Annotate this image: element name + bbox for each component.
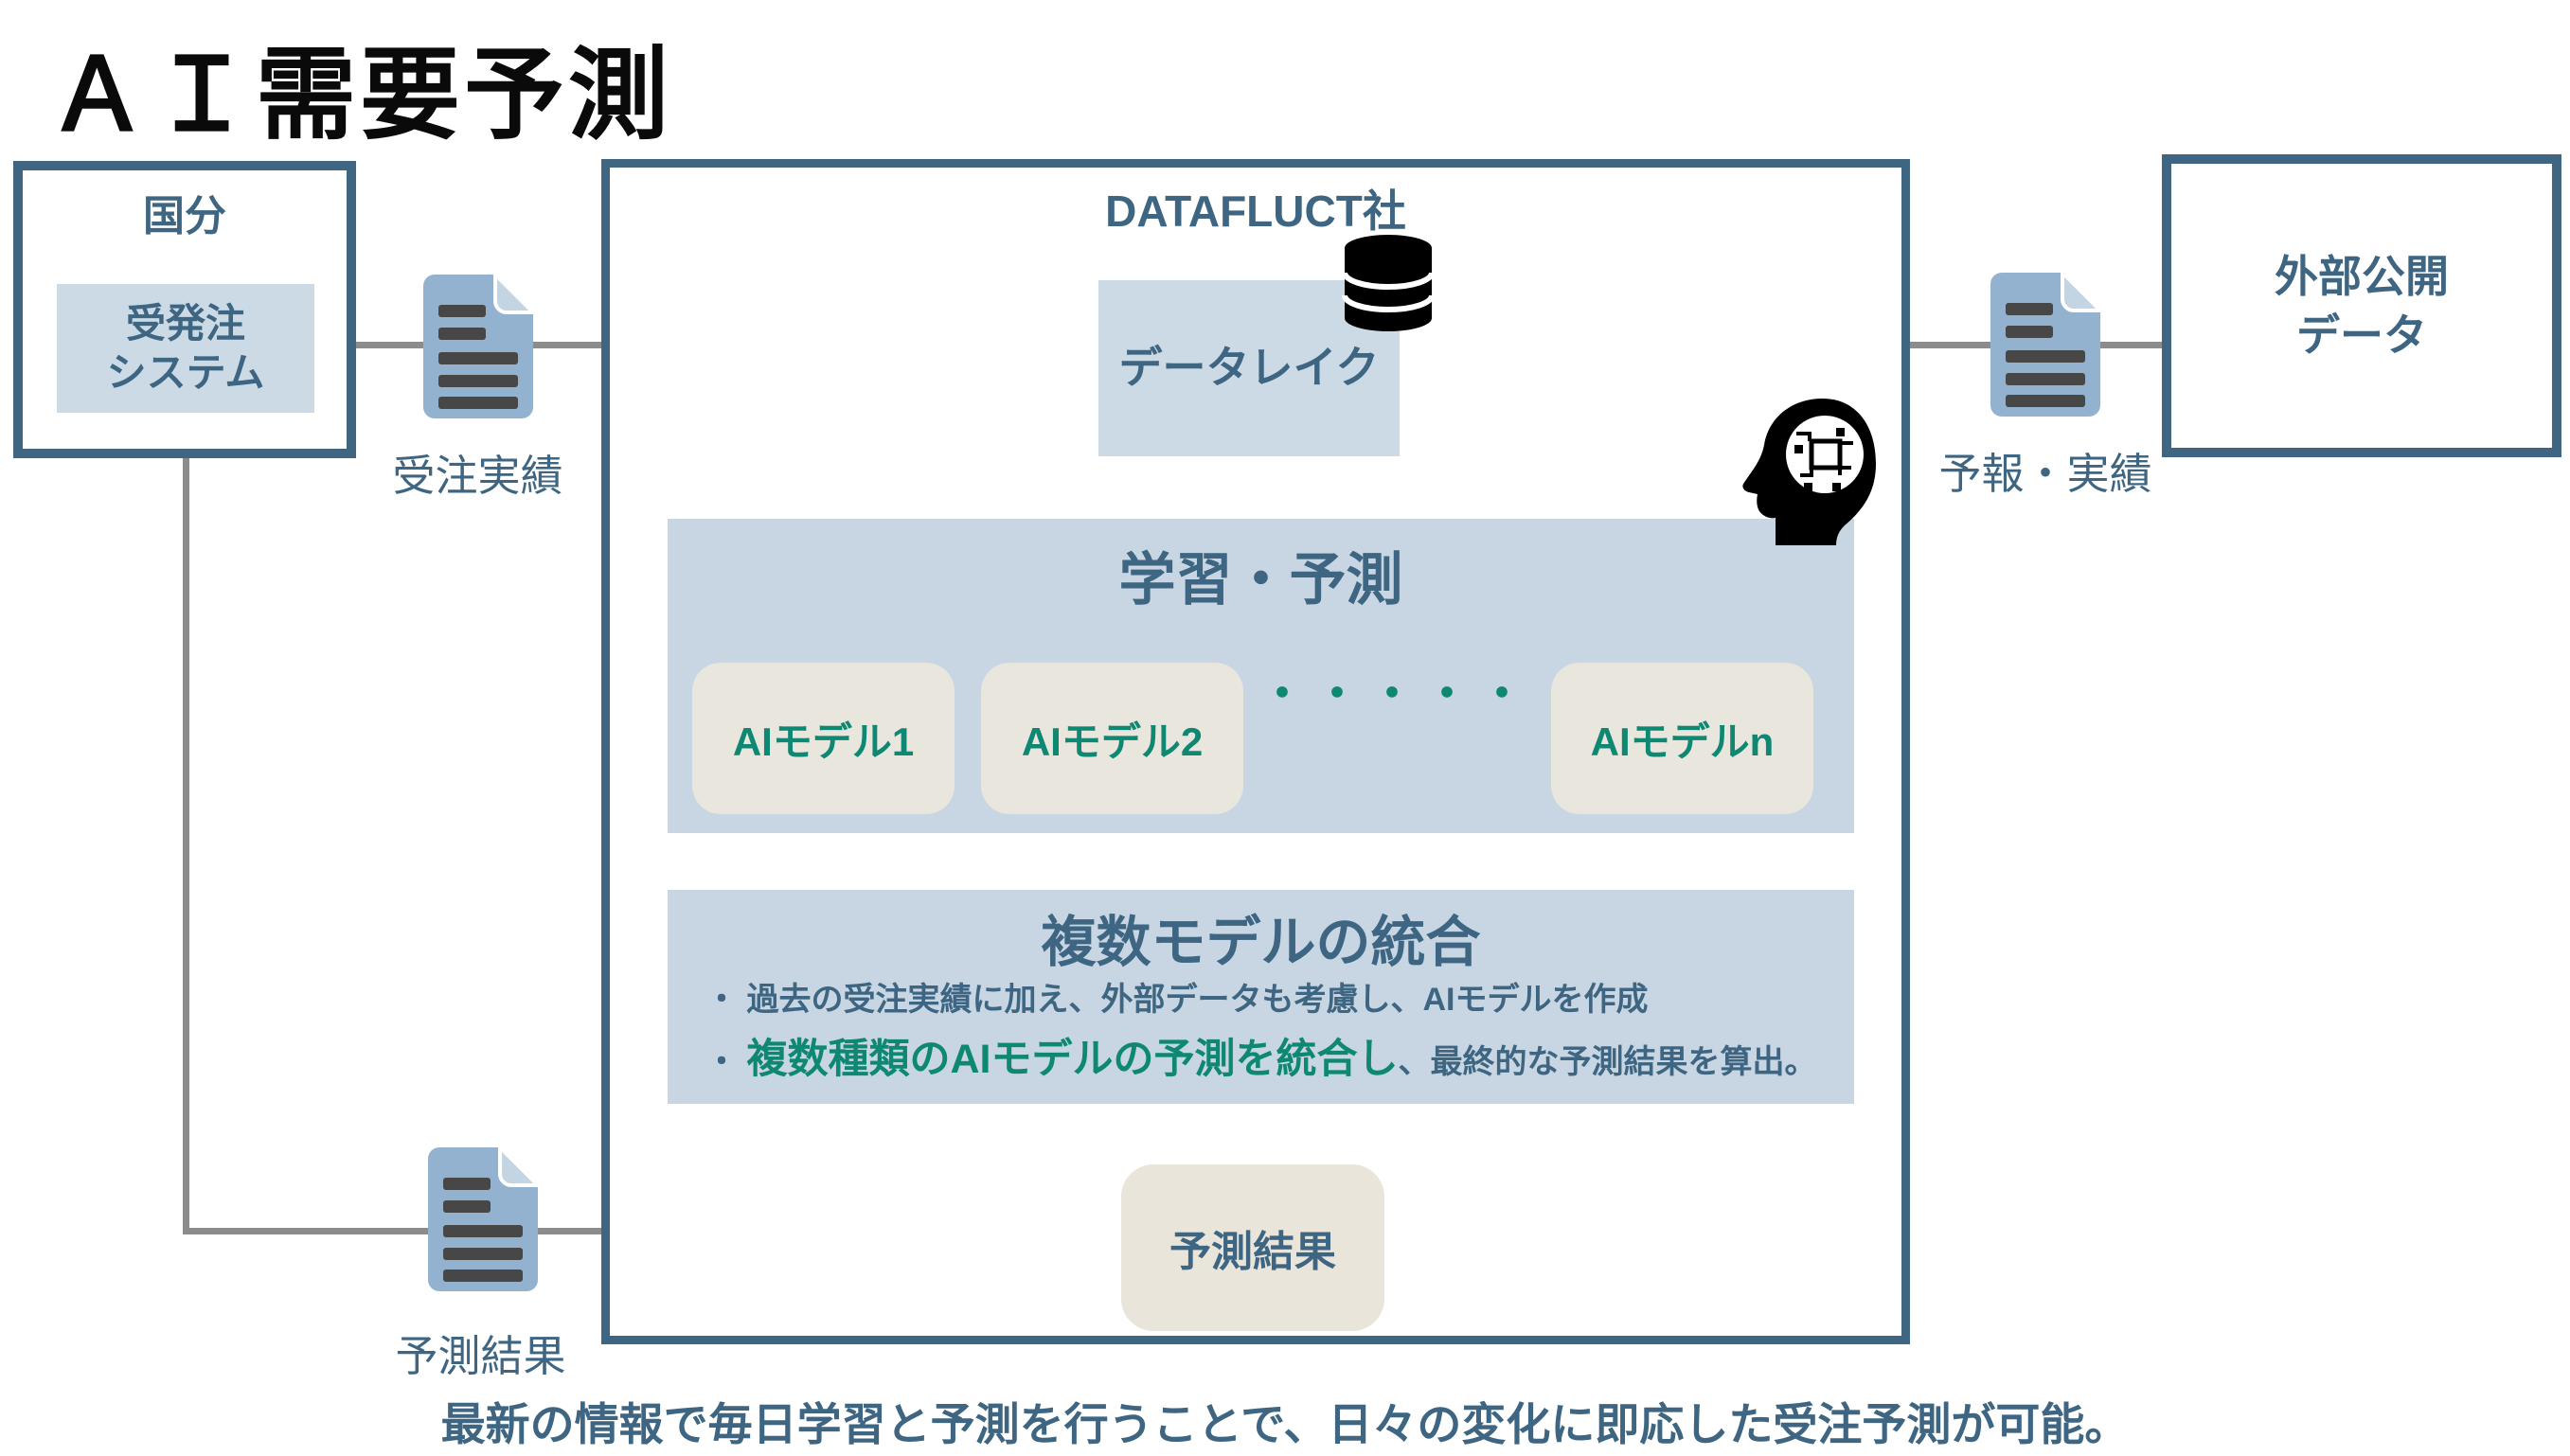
- order-system-line2: システム: [106, 350, 265, 395]
- external-data-line1: 外部公開: [2275, 251, 2449, 301]
- integration-panel: 複数モデルの統合 ・ 過去の受注実績に加え、外部データも考慮し、AIモデルを作成…: [668, 890, 1854, 1104]
- ai-brain-head-icon: [1739, 396, 1883, 552]
- integration-bullets: ・ 過去の受注実績に加え、外部データも考慮し、AIモデルを作成 ・ 複数種類のA…: [705, 969, 1816, 1087]
- order-results-doc-label: 受注実績: [392, 452, 563, 500]
- page-title: ＡＩ需要予測: [47, 40, 672, 151]
- prediction-results-doc-label: 予測結果: [395, 1332, 566, 1380]
- bullet-2-marker: ・: [705, 1043, 738, 1080]
- prediction-result-label: 予測結果: [1169, 1229, 1336, 1275]
- ai-model-1-label: AIモデル1: [732, 719, 915, 764]
- datafluct-label: DATAFLUCT社: [1105, 186, 1406, 236]
- forecast-actual-doc-icon: [1989, 271, 2102, 423]
- integration-bullet-2: ・ 複数種類のAIモデルの予測を統合し、最終的な予測結果を算出。: [705, 1032, 1816, 1087]
- order-system-box: 受発注 システム: [57, 284, 314, 413]
- learning-title: 学習・予測: [1118, 548, 1403, 612]
- ellipsis-dots: ・・・・・: [1258, 669, 1534, 719]
- connector-result-return-vertical: [183, 435, 189, 1234]
- integration-bullet-1: ・ 過去の受注実績に加え、外部データも考慮し、AIモデルを作成: [705, 979, 1816, 1022]
- integration-title: 複数モデルの統合: [1041, 912, 1481, 973]
- ai-model-2-label: AIモデル2: [1021, 719, 1204, 764]
- external-data-box: 外部公開 データ: [2162, 154, 2561, 457]
- learning-panel: 学習・予測 AIモデル1 AIモデル2 ・・・・・ AIモデルn: [668, 519, 1854, 833]
- order-system-line1: 受発注: [125, 300, 245, 346]
- order-results-doc-icon: [421, 273, 535, 425]
- external-data-label: 外部公開 データ: [2275, 247, 2449, 364]
- bullet-1-text: 過去の受注実績に加え、外部データも考慮し、AIモデルを作成: [746, 982, 1649, 1018]
- caption: 最新の情報で毎日学習と予測を行うことで、日々の変化に即応した受注予測が可能。: [440, 1399, 2130, 1449]
- forecast-actual-doc-label: 予報・実績: [1938, 450, 2152, 498]
- ai-model-n-card: AIモデルn: [1551, 663, 1813, 814]
- ai-model-1-card: AIモデル1: [692, 663, 955, 814]
- ai-model-n-label: AIモデルn: [1590, 719, 1775, 764]
- data-lake-label: データレイク: [1118, 343, 1380, 393]
- bullet-2-highlight: 複数種類のAIモデルの予測を統合し: [746, 1036, 1399, 1082]
- kokubu-label: 国分: [143, 193, 226, 240]
- ai-model-2-card: AIモデル2: [981, 663, 1243, 814]
- database-icon: [1341, 233, 1436, 338]
- bullet-2-rest: 、最終的な予測結果を算出。: [1398, 1043, 1817, 1080]
- external-data-line2: データ: [2296, 311, 2427, 360]
- prediction-results-doc-icon: [426, 1145, 540, 1298]
- bullet-1-marker: ・: [705, 982, 738, 1018]
- prediction-result-box: 予測結果: [1121, 1164, 1384, 1331]
